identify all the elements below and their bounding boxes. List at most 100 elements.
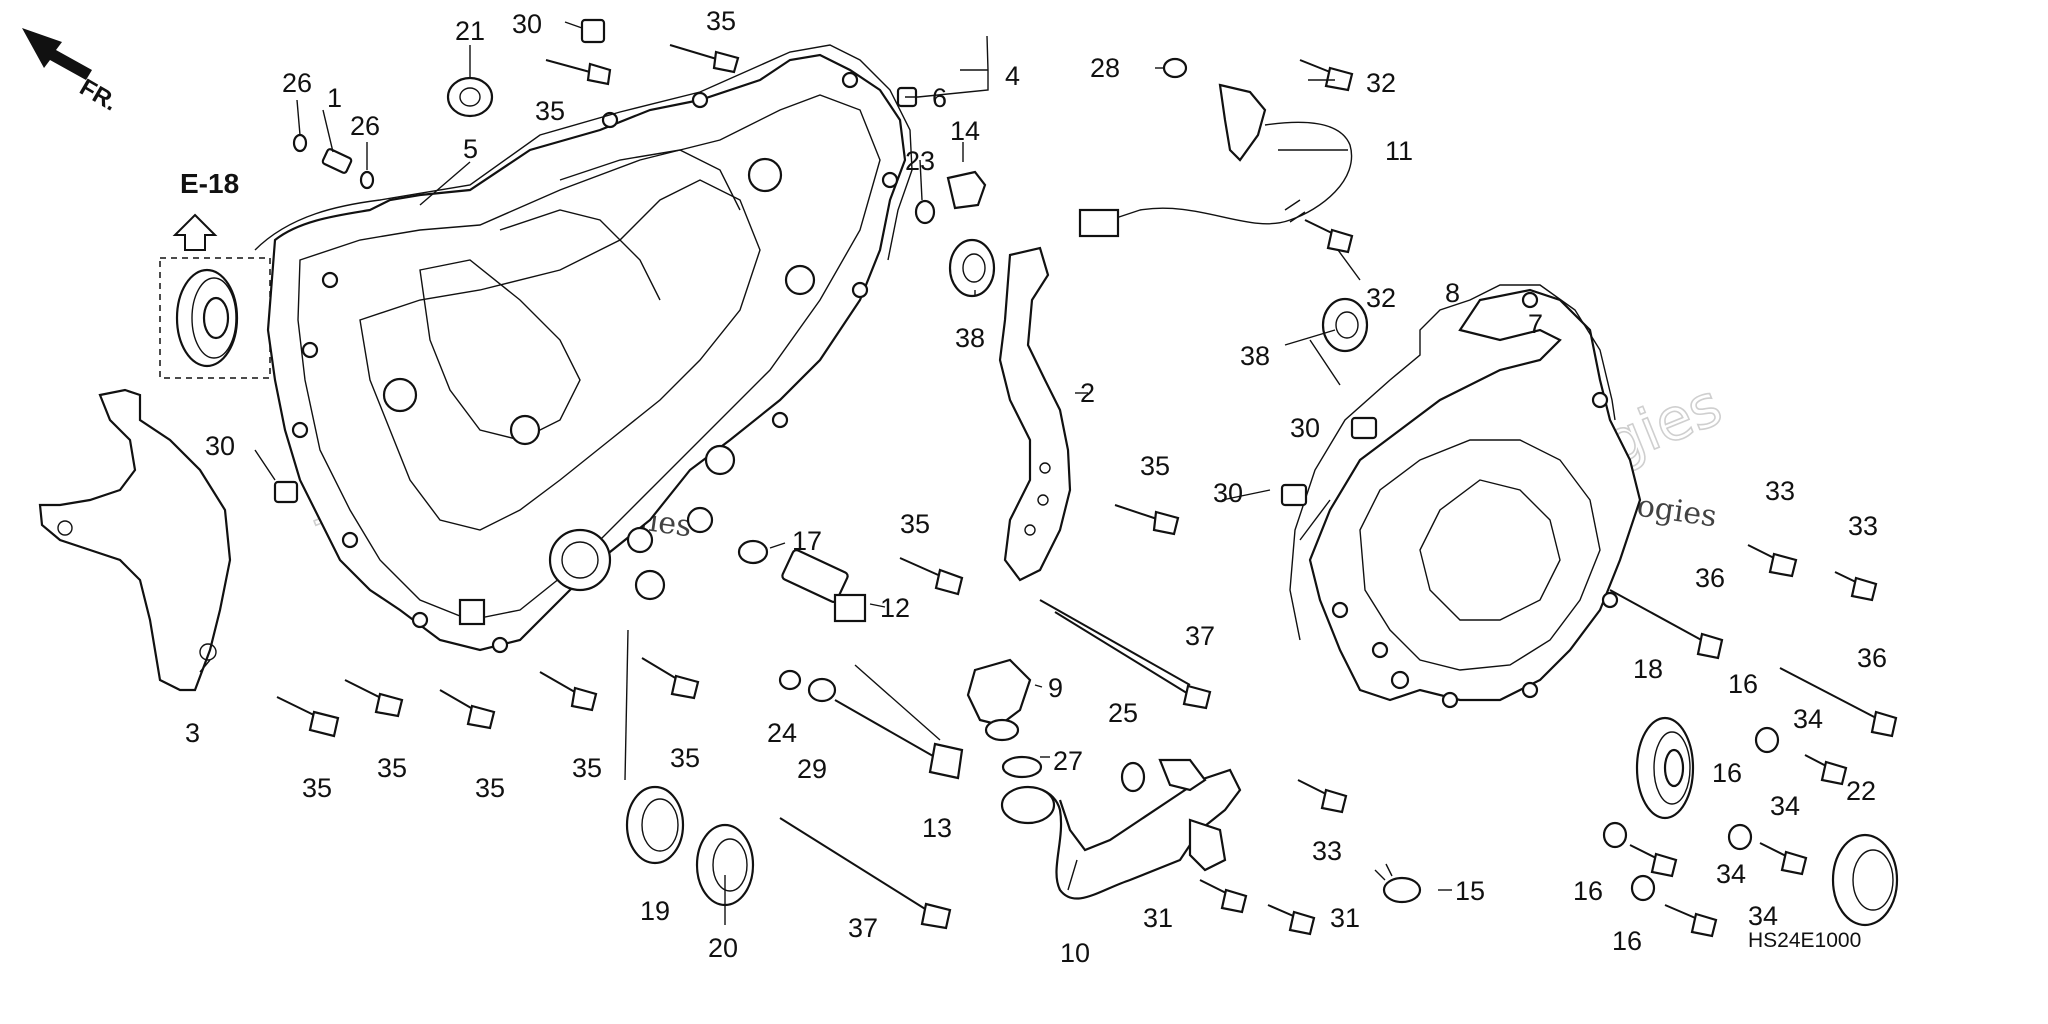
washer-25: [1120, 761, 1146, 793]
callout-3: 3: [185, 718, 200, 748]
callout-2: 2: [1080, 378, 1095, 408]
callout-30-b: 30: [205, 431, 235, 461]
leader-lines: [199, 21, 1452, 925]
callout-30-c: 30: [1290, 413, 1320, 443]
callout-22: 22: [1846, 776, 1876, 806]
reference-box: E-18: [159, 168, 271, 379]
callout-7: 7: [1528, 309, 1543, 339]
callout-35-i: 35: [670, 743, 700, 773]
clamp-15: [1374, 863, 1422, 904]
callout-34-a: 34: [1793, 704, 1823, 734]
o-ring-17: [737, 539, 769, 565]
needle-bearing-19: [625, 785, 685, 865]
dowel-30-right-2: [1280, 483, 1308, 507]
washer-24: [778, 669, 802, 691]
right-case-cover: [1308, 288, 1642, 709]
left-cover-plate: [38, 388, 232, 692]
callout-16-d: 16: [1612, 926, 1642, 956]
bearing-38-upper: [948, 238, 996, 298]
callout-17: 17: [792, 526, 822, 556]
callout-16-a: 16: [1728, 669, 1758, 699]
callout-15: 15: [1455, 876, 1485, 906]
callout-33-c: 33: [1848, 511, 1878, 541]
callout-36-b: 36: [1857, 643, 1887, 673]
callout-35-f: 35: [377, 753, 407, 783]
callout-30-a: 30: [512, 9, 542, 39]
callout-9: 9: [1048, 673, 1063, 703]
o-ring-27: [1001, 755, 1043, 779]
callout-38-a: 38: [955, 323, 985, 353]
front-direction-arrow: FR.: [22, 28, 122, 117]
callout-34-d: 34: [1748, 901, 1778, 931]
callout-35-a: 35: [706, 6, 736, 36]
callout-29: 29: [797, 754, 827, 784]
callout-37-a: 37: [1185, 621, 1215, 651]
callout-32-a: 32: [1366, 68, 1396, 98]
callout-37-b: 37: [848, 913, 878, 943]
callout-14: 14: [950, 116, 980, 146]
washer-16-c: [1602, 821, 1628, 849]
callout-24: 24: [767, 718, 797, 748]
callout-5: 5: [463, 134, 478, 164]
stud-1: [321, 148, 353, 174]
callout-16-c: 16: [1573, 876, 1603, 906]
callout-38-b: 38: [1240, 341, 1270, 371]
callout-4: 4: [1005, 61, 1020, 91]
bearing-18: [1635, 716, 1695, 820]
washer-23: [914, 199, 936, 225]
callout-23: 23: [905, 146, 935, 176]
dowel-30-right-1: [1350, 416, 1378, 440]
callout-35-d: 35: [900, 509, 930, 539]
washer-16-d: [1630, 874, 1656, 902]
callout-33-a: 33: [1312, 836, 1342, 866]
callout-6: 6: [932, 83, 947, 113]
callout-16-b: 16: [1712, 758, 1742, 788]
breather-tube-10: [1000, 758, 1242, 900]
washer-16-b: [1727, 823, 1753, 851]
guide-plate: [998, 246, 1072, 582]
washer-26-b: [359, 170, 375, 190]
callout-8: 8: [1445, 278, 1460, 308]
left-gasket: [254, 44, 913, 261]
plug-14: [946, 170, 987, 210]
washer-29: [807, 677, 837, 703]
bearing-38-right: [1321, 297, 1369, 353]
callout-26-b: 26: [350, 111, 380, 141]
front-label: FR.: [75, 74, 122, 117]
callout-35-c: 35: [1140, 451, 1170, 481]
small-parts: [273, 18, 1780, 902]
callout-34-b: 34: [1770, 791, 1800, 821]
callout-33-b: 33: [1765, 476, 1795, 506]
callout-1: 1: [327, 83, 342, 113]
callout-19: 19: [640, 896, 670, 926]
oil-seal-22: [1831, 833, 1899, 927]
callout-31-b: 31: [1330, 903, 1360, 933]
callout-18: 18: [1633, 654, 1663, 684]
callout-28: 28: [1090, 53, 1120, 83]
callout-35-b: 35: [535, 96, 565, 126]
bearing-21: [446, 76, 494, 118]
callout-numbers: 1 2 3 4 5 6 7 8 9 10 11 12 13 14 15 16 1…: [185, 6, 1887, 968]
bolts: [276, 44, 1898, 938]
callout-20: 20: [708, 933, 738, 963]
o-ring-28: [1162, 57, 1188, 79]
drawing-code: HS24E1000: [1748, 929, 1861, 952]
callout-21: 21: [455, 16, 485, 46]
callout-35-h: 35: [572, 753, 602, 783]
callout-32-b: 32: [1366, 283, 1396, 313]
callout-30-d: 30: [1213, 478, 1243, 508]
washer-16-a: [1754, 726, 1780, 754]
reference-label: E-18: [180, 168, 239, 199]
callout-13: 13: [922, 813, 952, 843]
callout-34-c: 34: [1716, 859, 1746, 889]
callout-31-a: 31: [1143, 903, 1173, 933]
filler-cap-9: [966, 658, 1032, 742]
callout-36-a: 36: [1695, 563, 1725, 593]
left-transmission-case: [266, 53, 907, 654]
callout-12: 12: [880, 593, 910, 623]
callout-27: 27: [1053, 746, 1083, 776]
callout-10: 10: [1060, 938, 1090, 968]
callout-35-e: 35: [302, 773, 332, 803]
callout-25: 25: [1108, 698, 1138, 728]
speed-sensor-11: [1078, 83, 1353, 238]
